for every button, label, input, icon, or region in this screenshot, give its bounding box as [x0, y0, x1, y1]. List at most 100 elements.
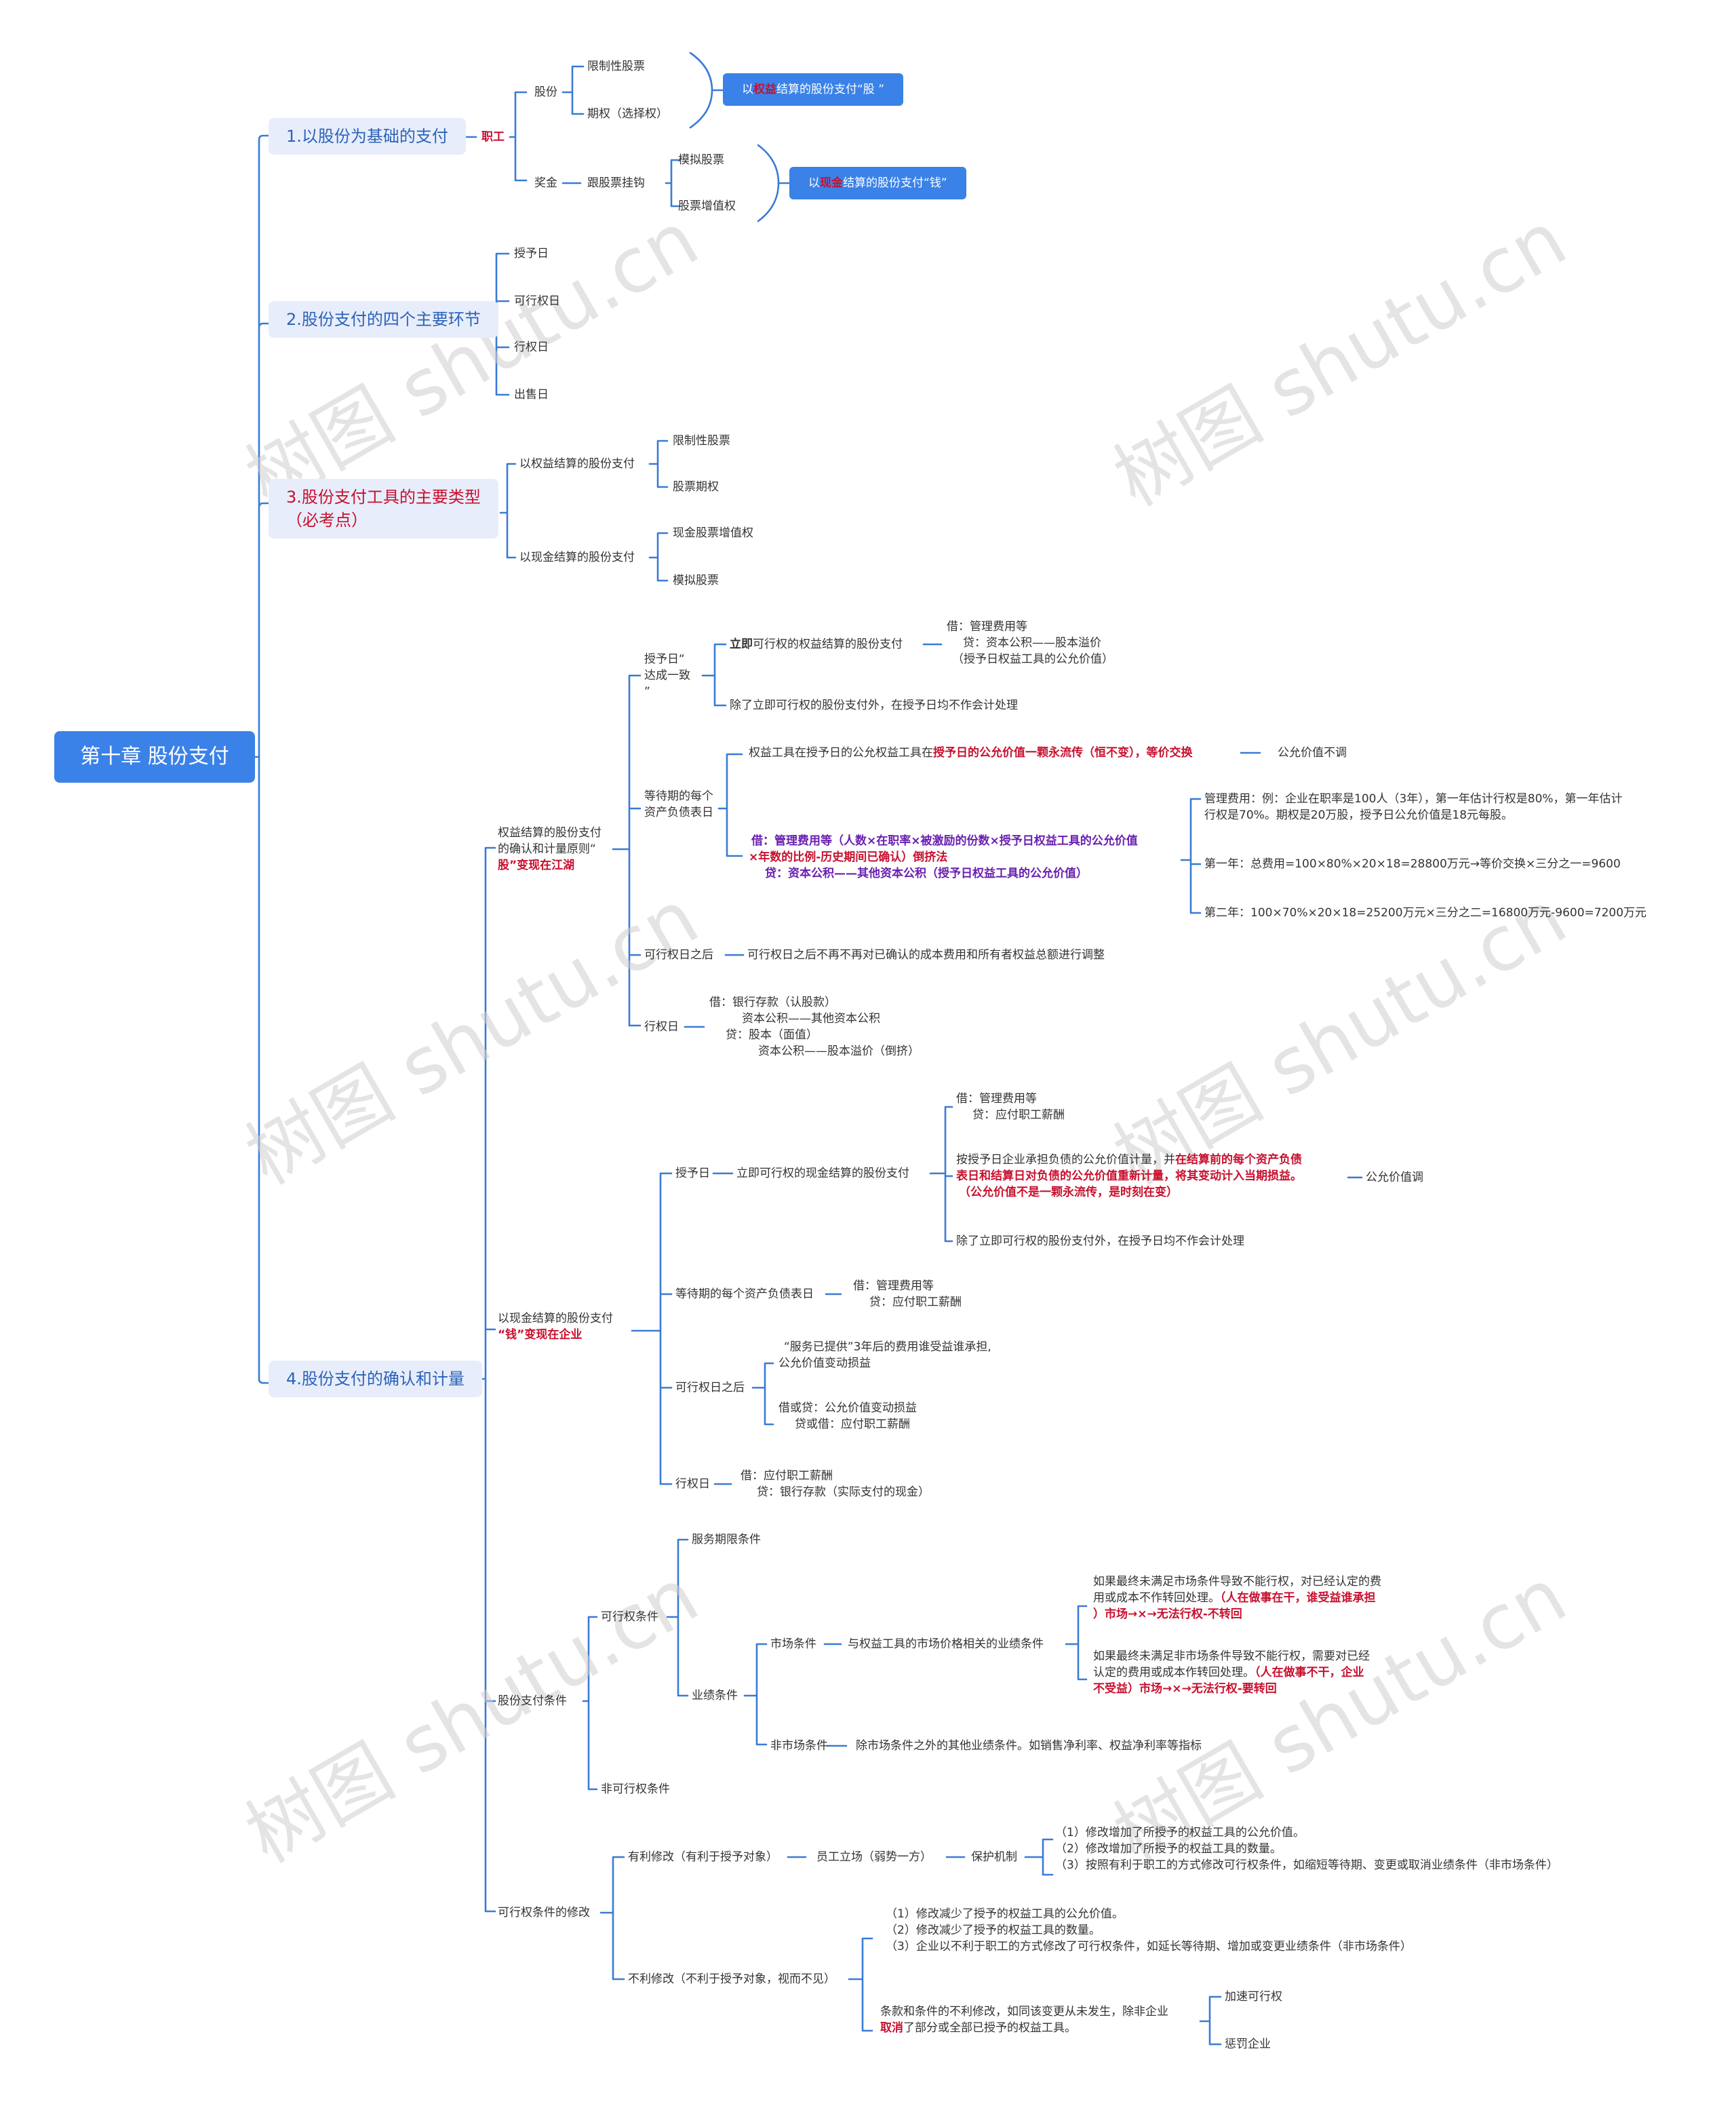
- instrument-types-note: （必考点）: [286, 511, 368, 530]
- node-cash-balance-sheet-date[interactable]: 等待期的每个资产负债表日: [675, 1287, 814, 1301]
- unfav-item-3: （3）企业以不利于职工的方式修改了可行权条件，如延长等待期、增加或变更业绩条件（…: [886, 1940, 1412, 1953]
- node-cash-fv-adjusted[interactable]: 公允价值调: [1366, 1171, 1423, 1184]
- cash-principle-l2: “钱”变现在企业: [498, 1328, 583, 1342]
- topic-recognition-measurement[interactable]: 4.股份支付的确认和计量: [269, 1361, 482, 1397]
- node-unfavorable-modification[interactable]: 不利修改（不利于授予对象，视而不见）: [628, 1972, 835, 1986]
- equity-principle-l3: 股”变现在江湖: [498, 859, 575, 872]
- cancel-l1: 条款和条件的不利修改，如同该变更从未发生，除非企业: [880, 2005, 1168, 2019]
- node-eq-bs-journal[interactable]: 借：管理费用等（人数×在职率×被激励的份数×授予日权益工具的公允价值×年数的比例…: [749, 833, 1138, 882]
- topic-instrument-types[interactable]: 3.股份支付工具的主要类型（必考点）: [269, 479, 498, 539]
- node-stock-options[interactable]: 股票期权: [673, 480, 719, 494]
- node-restricted-stock[interactable]: 限制性股票: [587, 60, 645, 73]
- node-equity-settled[interactable]: 以权益结算的股份支付: [519, 457, 635, 471]
- node-bonus[interactable]: 奖金: [534, 176, 557, 190]
- node-cash-after-vesting[interactable]: 可行权日之后: [675, 1381, 745, 1395]
- node-eq-after-vesting[interactable]: 可行权日之后: [644, 948, 713, 962]
- stage-vesting-date[interactable]: 可行权日: [514, 294, 560, 308]
- cash-m-kw2: 表日和结算日对负债的公允价值重新计量，将其变动计入当期损益。: [956, 1169, 1302, 1183]
- node-stock-appreciation-rights[interactable]: 股票增值权: [678, 199, 736, 213]
- node-cash-grant-other[interactable]: 除了立即可行权的股份支付外，在授予日均不作会计处理: [956, 1234, 1244, 1248]
- node-phantom-stock[interactable]: 模拟股票: [678, 153, 724, 167]
- cash-box-pre: 以: [808, 176, 820, 190]
- stage-grant-date[interactable]: 授予日: [514, 247, 549, 260]
- stage-exercise-date[interactable]: 行权日: [514, 340, 549, 354]
- node-eq-grant-date[interactable]: 授予日“达成一致”: [644, 651, 690, 700]
- node-phantom-stock-2[interactable]: 模拟股票: [673, 574, 719, 587]
- topic-four-stages[interactable]: 2.股份支付的四个主要环节: [269, 301, 498, 338]
- cash-ex-je-l2: 贷：银行存款（实际支付的现金）: [757, 1485, 930, 1499]
- node-eq-immediate-vesting[interactable]: 立即可行权的权益结算的股份支付: [730, 636, 903, 652]
- eq-example-l2: 行权是70%。期权是20万股，授予日公允价值是18元每股。: [1204, 808, 1514, 822]
- eq-grant-je-l1: 借：管理费用等: [947, 620, 1027, 633]
- node-linked-to-stock[interactable]: 跟股票挂钩: [587, 176, 645, 190]
- node-favorable-modification[interactable]: 有利修改（有利于授予对象）: [628, 1850, 778, 1864]
- node-eq-example-year1[interactable]: 第一年：总费用=100×80%×20×18=28800万元→等价交换×三分之一=…: [1204, 857, 1621, 871]
- node-market-condition-desc[interactable]: 与权益工具的市场价格相关的业绩条件: [848, 1637, 1044, 1651]
- cash-after-l2: 公允价值变动损益: [778, 1357, 871, 1370]
- node-punish-company[interactable]: 惩罚企业: [1225, 2037, 1271, 2051]
- node-nonmarket-condition[interactable]: 非市场条件: [770, 1739, 828, 1753]
- node-cash-exercise-date[interactable]: 行权日: [675, 1477, 710, 1491]
- eq-fv-keyword: 授予日的公允价值一颗永流传（恒不变），等价交换: [933, 746, 1193, 760]
- node-favorable-items[interactable]: （1）修改增加了所授予的权益工具的公允价值。（2）修改增加了所授予的权益工具的数…: [1055, 1825, 1558, 1873]
- node-eq-example[interactable]: 管理费用：例：企业在职率是100人（3年），第一年估计行权是80%，第一年估计行…: [1204, 791, 1623, 823]
- eq-ex-je-l4: 资本公积——股本溢价（倒挤）: [758, 1045, 920, 1058]
- cash-grant-je-l2: 贷：应付职工薪酬: [972, 1108, 1065, 1122]
- cash-principle-l1: 以现金结算的股份支付: [498, 1312, 613, 1325]
- node-shares[interactable]: 股份: [534, 85, 557, 99]
- stage-sale-date[interactable]: 出售日: [514, 388, 549, 402]
- cancel-keyword: 取消: [880, 2021, 903, 2035]
- node-eq-after-vesting-text[interactable]: 可行权日之后不再不再对已确认的成本费用和所有者权益总额进行调整: [747, 948, 1105, 962]
- equity-principle-l1: 权益结算的股份支付: [498, 826, 601, 840]
- node-eq-exercise-date[interactable]: 行权日: [644, 1020, 679, 1034]
- fav-item-2: （2）修改增加了所授予的权益工具的数量。: [1055, 1842, 1282, 1856]
- root-topic[interactable]: 第十章 股份支付: [54, 731, 255, 783]
- eq-bs-je-l1: 借：管理费用等（人数×在职率×被激励的份数×授予日权益工具的公允价值: [751, 834, 1138, 848]
- node-nonvesting-conditions[interactable]: 非可行权条件: [601, 1782, 670, 1796]
- node-accelerated-vesting[interactable]: 加速可行权: [1225, 1990, 1282, 2004]
- node-cash-exercise-journal[interactable]: 借：应付职工薪酬贷：银行存款（实际支付的现金）: [741, 1468, 930, 1500]
- node-eq-balance-sheet-date[interactable]: 等待期的每个资产负债表日: [644, 788, 713, 821]
- node-cash-measurement[interactable]: 按授予日企业承担负债的公允价值计量，并在结算前的每个资产负债表日和结算日对负债的…: [956, 1152, 1302, 1201]
- node-eq-fair-value-rule[interactable]: 权益工具在授予日的公允权益工具在授予日的公允价值一颗永流传（恒不变），等价交换: [749, 745, 1193, 761]
- node-cash-grant-journal[interactable]: 借：管理费用等贷：应付职工薪酬: [956, 1091, 1065, 1123]
- node-eq-example-year2[interactable]: 第二年：100×70%×20×18=25200万元×三分之二=16800万元-9…: [1204, 906, 1647, 920]
- node-service-condition[interactable]: 服务期限条件: [692, 1533, 761, 1546]
- node-nonmarket-not-met[interactable]: 如果最终未满足非市场条件导致不能行权，需要对已经认定的费用或成本作转回处理。（人…: [1093, 1648, 1370, 1697]
- unfav-item-2: （2）修改减少了授予的权益工具的数量。: [886, 1924, 1101, 1937]
- equity-settled-box[interactable]: 以权益结算的股份支付“股 ”: [723, 73, 904, 106]
- node-cash-after-desc[interactable]: “服务已提供”3年后的费用谁受益谁承担,公允价值变动损益: [778, 1339, 991, 1371]
- node-eq-grant-other[interactable]: 除了立即可行权的股份支付外，在授予日均不作会计处理: [730, 699, 1018, 712]
- node-vesting-modification[interactable]: 可行权条件的修改: [498, 1906, 590, 1919]
- eq-bs-l2: 资产负债表日: [644, 806, 713, 819]
- node-cash-grant-date[interactable]: 授予日: [675, 1167, 710, 1180]
- node-cancellation[interactable]: 条款和条件的不利修改，如同该变更从未发生，除非企业取消了部分或全部已授予的权益工…: [880, 2004, 1168, 2036]
- node-eq-exercise-journal[interactable]: 借：银行存款（认股款）资本公积——其他资本公积贷：股本（面值）资本公积——股本溢…: [709, 994, 920, 1059]
- node-payment-conditions[interactable]: 股份支付条件: [498, 1694, 567, 1708]
- eq-grant-je-l2: 贷：资本公积——股本溢价: [963, 636, 1101, 650]
- node-equity-principle[interactable]: 权益结算的股份支付的确认和计量原则“股”变现在江湖: [498, 825, 601, 874]
- node-cash-sar[interactable]: 现金股票增值权: [673, 526, 753, 540]
- node-market-condition[interactable]: 市场条件: [770, 1637, 816, 1651]
- cash-settled-box[interactable]: 以现金结算的股份支付“钱”: [789, 167, 966, 199]
- node-nonmarket-condition-desc[interactable]: 除市场条件之外的其他业绩条件。如销售净利率、权益净利率等指标: [856, 1739, 1202, 1753]
- node-cash-settled[interactable]: 以现金结算的股份支付: [519, 551, 635, 564]
- node-cash-principle[interactable]: 以现金结算的股份支付 “钱”变现在企业: [498, 1310, 613, 1343]
- node-eq-fv-unchanged[interactable]: 公允价值不调: [1278, 746, 1347, 760]
- node-unfavorable-items[interactable]: （1）修改减少了授予的权益工具的公允价值。（2）修改减少了授予的权益工具的数量。…: [886, 1906, 1412, 1955]
- node-cash-bs-journal[interactable]: 借：管理费用等贷：应付职工薪酬: [853, 1278, 962, 1310]
- node-performance-condition[interactable]: 业绩条件: [692, 1689, 738, 1702]
- topic-share-based-payment[interactable]: 1.以股份为基础的支付: [269, 118, 466, 155]
- market-b-l3-kw: 不受益）市场→×→无法行权-要转回: [1093, 1682, 1277, 1696]
- node-eq-grant-journal[interactable]: 借：管理费用等贷：资本公积——股本溢价（授予日权益工具的公允价值）: [947, 619, 1113, 667]
- cash-m-kw3: （公允价值不是一颗永流传，是时刻在变）: [959, 1186, 1178, 1199]
- node-options[interactable]: 期权（选择权）: [587, 107, 668, 121]
- node-market-not-met[interactable]: 如果最终未满足市场条件导致不能行权，对已经认定的费用或成本不作转回处理。（人在做…: [1093, 1574, 1381, 1622]
- node-employee-stance[interactable]: 员工立场（弱势一方）: [816, 1850, 932, 1864]
- node-restricted-stock-2[interactable]: 限制性股票: [673, 434, 730, 448]
- node-vesting-conditions[interactable]: 可行权条件: [601, 1610, 658, 1624]
- node-cash-after-journal[interactable]: 借或贷：公允价值变动损益贷或借：应付职工薪酬: [778, 1400, 917, 1432]
- node-cash-immediate-vesting[interactable]: 立即可行权的现金结算的股份支付: [736, 1167, 909, 1180]
- node-employee[interactable]: 职工: [481, 130, 505, 144]
- node-protection-mechanism[interactable]: 保护机制: [971, 1850, 1017, 1864]
